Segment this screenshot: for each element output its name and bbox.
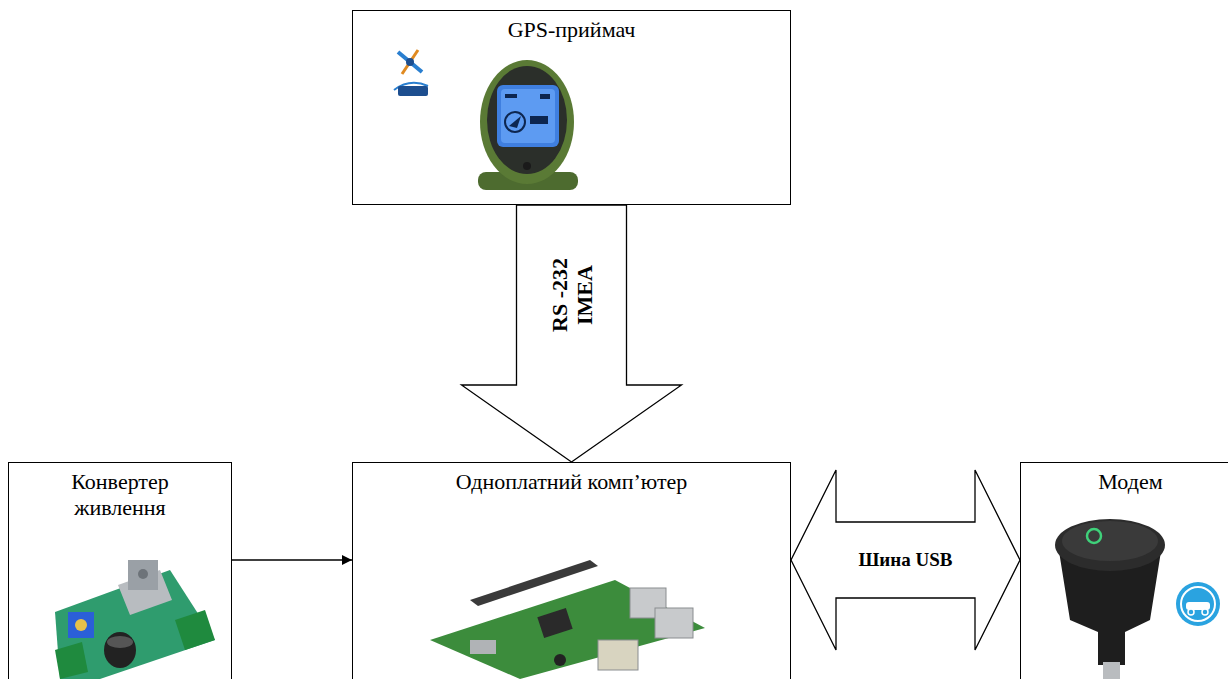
single-board-computer <box>554 654 566 666</box>
car-modem <box>1055 519 1165 571</box>
power-converter-board <box>138 569 148 579</box>
single-board-computer <box>537 608 572 638</box>
block-arrow <box>462 205 682 462</box>
gps-device <box>505 112 525 132</box>
gps-device <box>505 94 517 98</box>
gps-logo <box>402 50 418 74</box>
component-box: Модем <box>1020 462 1228 679</box>
car-modem <box>1181 587 1215 621</box>
power-converter-board <box>128 560 158 590</box>
power-converter-board <box>68 612 94 638</box>
component-box: Одноплатний комп’ютер <box>352 462 791 679</box>
car-modem <box>1062 521 1158 561</box>
power-line <box>232 559 352 561</box>
power-converter-board <box>55 560 215 679</box>
power-converter-board <box>55 642 88 679</box>
power-converter-board <box>104 632 136 668</box>
signal-label: RS -232 IMEA <box>545 242 598 348</box>
gps-logo <box>406 58 414 66</box>
gps-device <box>497 85 559 147</box>
gps-device <box>478 60 578 190</box>
block-arrow <box>791 470 1020 650</box>
single-board-computer <box>470 560 598 606</box>
power-converter-board <box>75 619 87 631</box>
power-converter-board <box>107 636 133 648</box>
gps-device <box>530 116 548 124</box>
gps-logo <box>398 52 422 72</box>
power-converter-board <box>175 610 215 650</box>
car-modem <box>1202 609 1208 615</box>
single-board-computer <box>430 580 705 679</box>
car-modem <box>1103 662 1120 679</box>
gps-device <box>480 60 574 184</box>
power-converter-board <box>118 570 172 615</box>
gps-device <box>501 89 555 143</box>
component-title: Одноплатний комп’ютер <box>353 469 790 495</box>
component-title: Модем <box>1021 469 1228 495</box>
car-modem <box>1176 582 1220 626</box>
gps-device <box>509 116 521 128</box>
component-title: Конвертер живлення <box>45 469 195 522</box>
gps-device <box>540 94 550 99</box>
single-board-computer <box>598 640 638 670</box>
car-modem <box>1055 519 1220 679</box>
gps-logo <box>394 50 428 96</box>
gps-logo <box>398 86 428 96</box>
signal-label: Шина USB <box>838 548 974 572</box>
component-title: GPS-приймач <box>353 17 790 43</box>
component-box: Конвертер живлення <box>8 462 232 679</box>
car-modem <box>1087 529 1101 543</box>
car-modem <box>1188 609 1194 615</box>
gps-device <box>523 162 531 170</box>
component-box: GPS-приймач <box>352 10 791 205</box>
gps-device <box>487 66 567 174</box>
single-board-computer <box>470 640 496 654</box>
single-board-computer <box>655 608 693 638</box>
single-board-computer <box>430 560 705 679</box>
